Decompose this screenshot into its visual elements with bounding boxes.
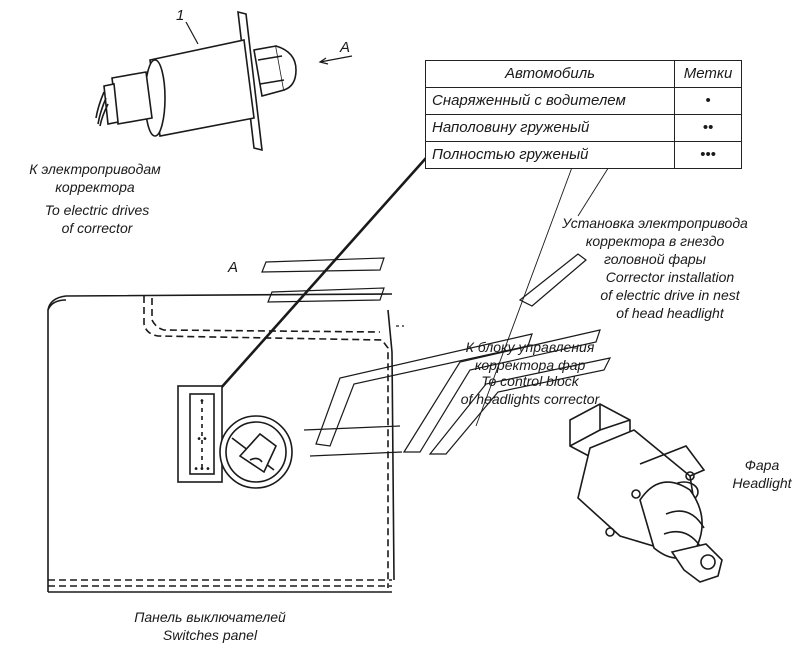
label-installation-ru: Установка электропривода корректора в гн… <box>540 214 770 268</box>
table-row: Полностью груженый ••• <box>425 141 742 169</box>
table-row: Наполовину груженый •• <box>425 114 742 142</box>
label-installation-en: Corrector installation of electric drive… <box>560 268 780 322</box>
switch-mark-1: • <box>199 396 205 407</box>
label-line: Corrector installation <box>605 269 735 285</box>
part-number-callout: 1 <box>176 7 184 24</box>
vehicle-cell: Полностью груженый <box>425 141 675 169</box>
switch-mark-3: ••• <box>193 464 211 475</box>
leader-line-thin <box>577 161 613 217</box>
label-line: Switches panel <box>162 627 258 643</box>
label-to-drives-en: To electric drives of corrector <box>12 201 182 237</box>
vehicle-cell: Снаряженный с водителем <box>425 87 675 115</box>
mark-cell: •• <box>674 114 742 142</box>
table-header-row: Автомобиль Метки <box>425 60 742 88</box>
column-header-marks: Метки <box>674 60 742 88</box>
switch-panel-body <box>47 293 395 593</box>
view-arrow-label: A <box>339 39 350 56</box>
label-line: корректора в гнездо <box>585 233 725 249</box>
label-line: of corrector <box>61 220 133 236</box>
switch-mark-2: •• <box>196 434 208 445</box>
load-marks-table: Автомобиль Метки Снаряженный с водителем… <box>425 60 742 169</box>
label-line: Headlight <box>732 475 792 491</box>
mark-cell: • <box>674 87 742 115</box>
label-control-ru: К блоку управления корректора фар <box>430 338 630 374</box>
leader-line <box>211 157 427 399</box>
label-line: К блоку управления <box>465 339 595 355</box>
label-line: of headlights corrector <box>460 391 600 407</box>
headlight-assembly <box>569 403 723 583</box>
headlight-beam-graphic <box>261 253 612 457</box>
label-to-drives-ru: К электроприводам корректора <box>10 160 180 196</box>
label-switches-panel: Панель выключателей Switches panel <box>110 608 310 644</box>
label-control-en: To control block of headlights corrector <box>430 372 630 408</box>
label-line: of head headlight <box>616 305 724 321</box>
column-header-vehicle: Автомобиль <box>425 60 675 88</box>
vehicle-cell: Наполовину груженый <box>425 114 675 142</box>
label-line: К электроприводам <box>29 161 161 177</box>
label-line: of electric drive in nest <box>600 287 740 303</box>
label-headlight: Фара Headlight <box>712 456 800 492</box>
view-label: A <box>227 259 238 276</box>
leader-line-thin <box>475 161 575 427</box>
label-line: To electric drives <box>44 202 150 218</box>
label-line: корректора фар <box>474 357 586 373</box>
mark-cell: ••• <box>674 141 742 169</box>
label-line: Фара <box>744 457 780 473</box>
label-line: головной фары <box>604 251 706 267</box>
label-line: Установка электропривода <box>562 215 748 231</box>
table-row: Снаряженный с водителем • <box>425 87 742 115</box>
label-line: To control block <box>481 373 579 389</box>
label-line: Панель выключателей <box>134 609 286 625</box>
electric-drive-actuator <box>95 10 353 152</box>
label-line: корректора <box>55 179 135 195</box>
